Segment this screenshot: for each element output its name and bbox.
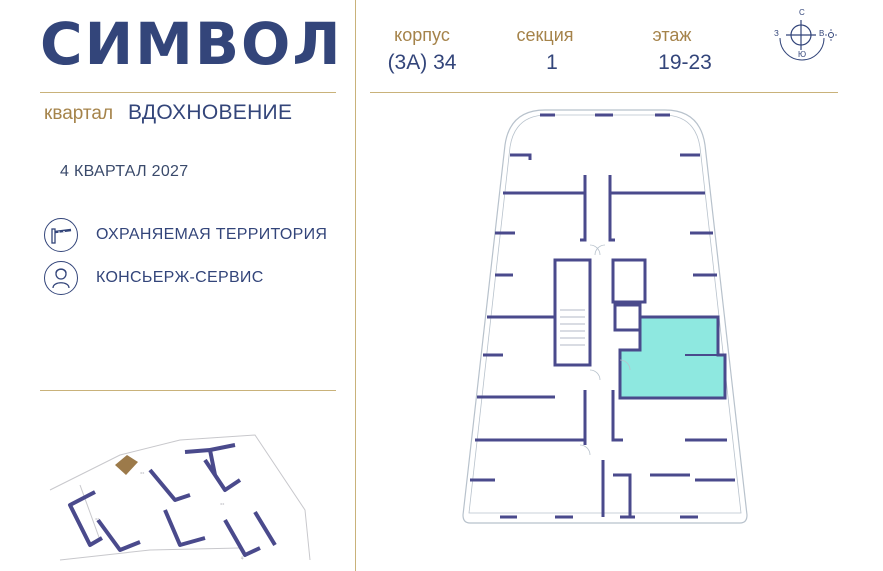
completion-date: 4 КВАРТАЛ 2027 — [60, 163, 189, 180]
divider-top-right — [370, 92, 838, 93]
svg-text:⚏: ⚏ — [220, 501, 225, 507]
selected-apartment — [618, 315, 727, 400]
svg-text:⚏: ⚏ — [140, 470, 145, 476]
feature-concierge-label: КОНСЬЕРЖ-СЕРВИС — [96, 269, 264, 286]
svg-text:⚏: ⚏ — [95, 516, 100, 522]
barrier-icon — [44, 218, 78, 252]
site-plan: ⚏ ⚏ ⚏ ⚘ — [49, 434, 311, 562]
site-building-selected — [115, 455, 138, 475]
quarter-name: ВДОХНОВЕНИЕ — [128, 101, 293, 124]
site-building-2 — [148, 468, 191, 502]
compass-west: З — [774, 29, 779, 38]
compass-south: Ю — [798, 50, 807, 59]
floor-plan — [462, 109, 748, 524]
floor-label: этаж — [652, 25, 692, 45]
feature-security: ОХРАНЯЕМАЯ ТЕРРИТОРИЯ — [44, 218, 327, 252]
divider-vertical — [355, 0, 356, 571]
feature-concierge: КОНСЬЕРЖ-СЕРВИС — [44, 261, 264, 295]
quarter-label: квартал — [44, 103, 114, 124]
section-value: 1 — [546, 51, 558, 74]
concierge-icon — [44, 261, 78, 295]
section-label: секция — [516, 25, 574, 45]
site-building-1 — [68, 490, 104, 547]
compass-east: В — [819, 29, 825, 38]
svg-text:⚘: ⚘ — [240, 556, 244, 562]
building-label: корпус — [394, 25, 450, 45]
divider-top-left — [40, 92, 336, 93]
compass-icon — [779, 20, 837, 61]
divider-mid-left — [40, 390, 336, 391]
floor-value: 19-23 — [658, 51, 712, 74]
compass-north: С — [799, 8, 805, 17]
brand-logo: СИМВОЛ — [40, 10, 343, 78]
feature-security-label: ОХРАНЯЕМАЯ ТЕРРИТОРИЯ — [96, 226, 328, 243]
building-value: (3А) 34 — [387, 51, 457, 74]
